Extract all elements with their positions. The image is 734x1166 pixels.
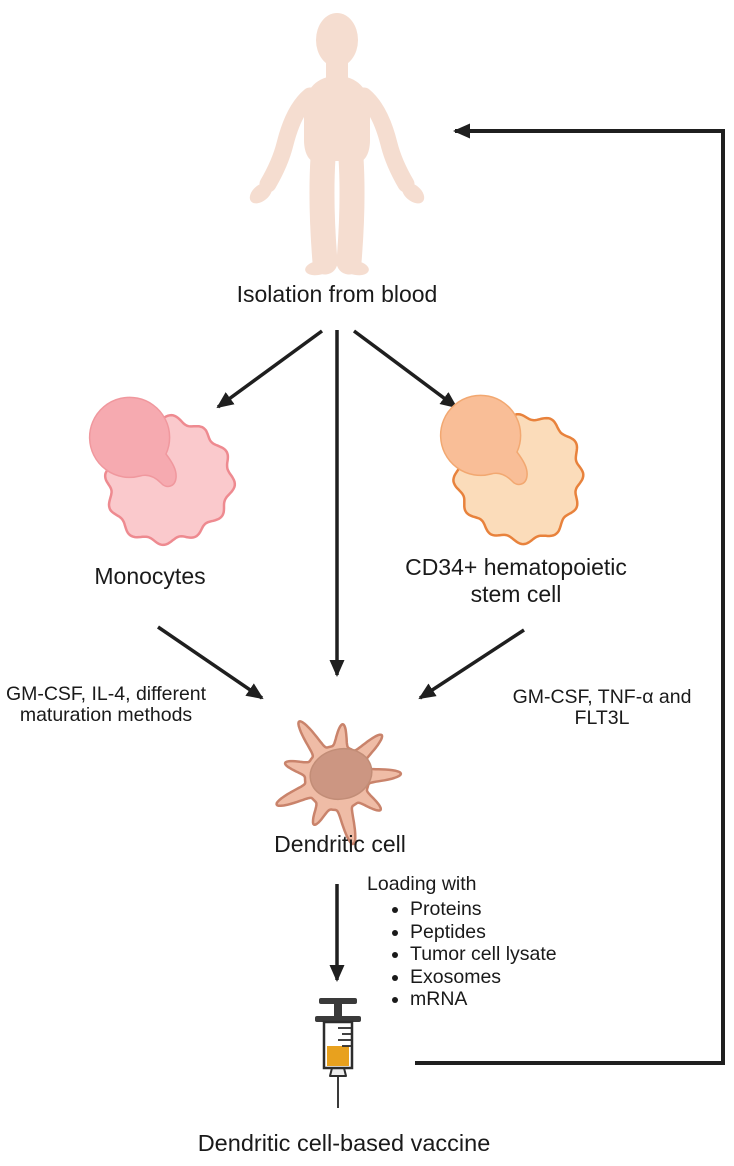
stem-cell-icon bbox=[439, 394, 585, 546]
stem-cell-label-line1: CD34+ hematopoietic bbox=[405, 554, 627, 580]
stem-cell-factors-label: GM-CSF, TNF-α and FLT3L bbox=[496, 687, 708, 729]
monocyte-factors-line1: GM-CSF, IL-4, different bbox=[5, 683, 207, 705]
arrow-stem-cell-to-dendritic bbox=[418, 628, 525, 700]
vaccine-label: Dendritic cell-based vaccine bbox=[197, 1130, 491, 1156]
human-figure-icon bbox=[249, 13, 425, 276]
monocyte-cell-icon bbox=[88, 396, 237, 547]
monocyte-nucleus bbox=[88, 396, 177, 488]
syringe-barrel bbox=[322, 1020, 354, 1070]
loading-list: Proteins Peptides Tumor cell lysate Exos… bbox=[367, 898, 597, 1011]
syringe-liquid bbox=[327, 1046, 349, 1066]
arrow-isolation-to-monocytes bbox=[216, 329, 324, 409]
loading-item: Exosomes bbox=[410, 966, 597, 989]
stem-cell-factors-line2: FLT3L bbox=[574, 707, 630, 729]
isolation-label: Isolation from blood bbox=[236, 281, 438, 307]
loading-title: Loading with bbox=[367, 873, 477, 895]
loading-item: mRNA bbox=[410, 988, 597, 1011]
arrow-isolation-to-stem-cell bbox=[352, 329, 458, 409]
loading-item: Tumor cell lysate bbox=[410, 943, 597, 966]
monocytes-label: Monocytes bbox=[94, 563, 206, 589]
dendritic-cell-icon bbox=[275, 720, 403, 846]
syringe-graduations bbox=[338, 1027, 351, 1047]
syringe-plunger-handle bbox=[319, 998, 357, 1004]
monocyte-factors-line2: maturation methods bbox=[19, 704, 193, 726]
loading-item: Proteins bbox=[410, 898, 597, 921]
monocyte-factors-label: GM-CSF, IL-4, different maturation metho… bbox=[0, 684, 212, 726]
stem-cell-factors-line1: GM-CSF, TNF-α and bbox=[512, 686, 692, 708]
loading-item: Peptides bbox=[410, 921, 597, 944]
arrow-vaccine-to-patient bbox=[415, 123, 725, 1065]
dendritic-cell-label: Dendritic cell bbox=[274, 831, 406, 857]
arrow-monocytes-to-dendritic bbox=[157, 625, 264, 700]
loading-list-block: Loading with Proteins Peptides Tumor cel… bbox=[367, 873, 597, 1011]
stem-cell-label-line2: stem cell bbox=[470, 581, 562, 607]
stem-cell-nucleus bbox=[439, 394, 528, 486]
syringe-flange bbox=[315, 1016, 361, 1022]
stem-cell-label: CD34+ hematopoietic stem cell bbox=[396, 554, 636, 608]
dendritic-nucleus bbox=[309, 747, 373, 801]
syringe-icon bbox=[315, 998, 361, 1108]
syringe-plunger-rod bbox=[334, 1003, 342, 1018]
